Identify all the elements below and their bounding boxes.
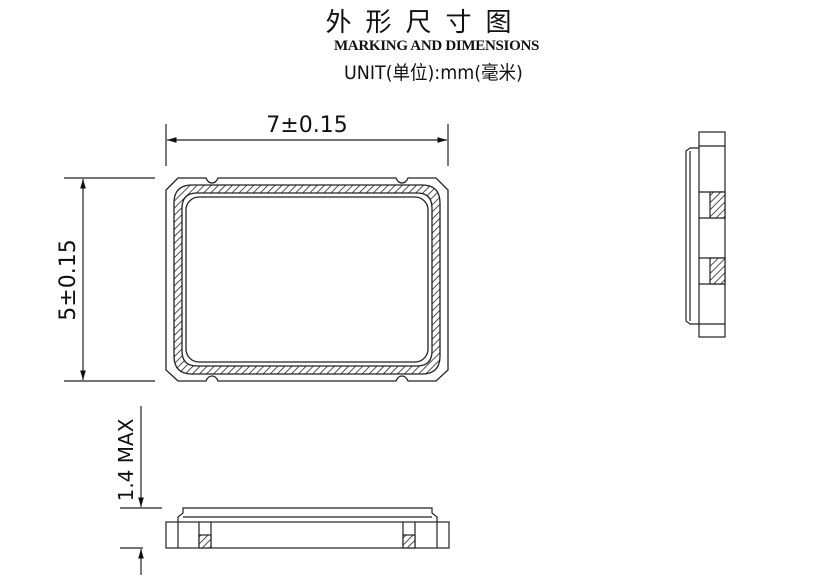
side-view — [685, 131, 726, 338]
top-view — [165, 177, 449, 382]
width-dimension — [64, 177, 155, 382]
title-chinese: 外形尺寸图 — [325, 8, 526, 38]
lid-edge — [185, 196, 429, 363]
width-label: 5±0.15 — [56, 239, 81, 320]
title-english: MARKING AND DIMENSIONS — [333, 38, 540, 54]
front-view — [165, 507, 450, 549]
height-dimension — [120, 406, 162, 575]
package-outline — [165, 177, 449, 382]
length-dimension — [165, 124, 449, 166]
seal-ring — [173, 184, 441, 375]
unit-label: UNIT(单位):mm(毫米) — [344, 62, 523, 84]
height-label: 1.4 MAX — [114, 418, 138, 501]
length-label: 7±0.15 — [266, 113, 347, 138]
